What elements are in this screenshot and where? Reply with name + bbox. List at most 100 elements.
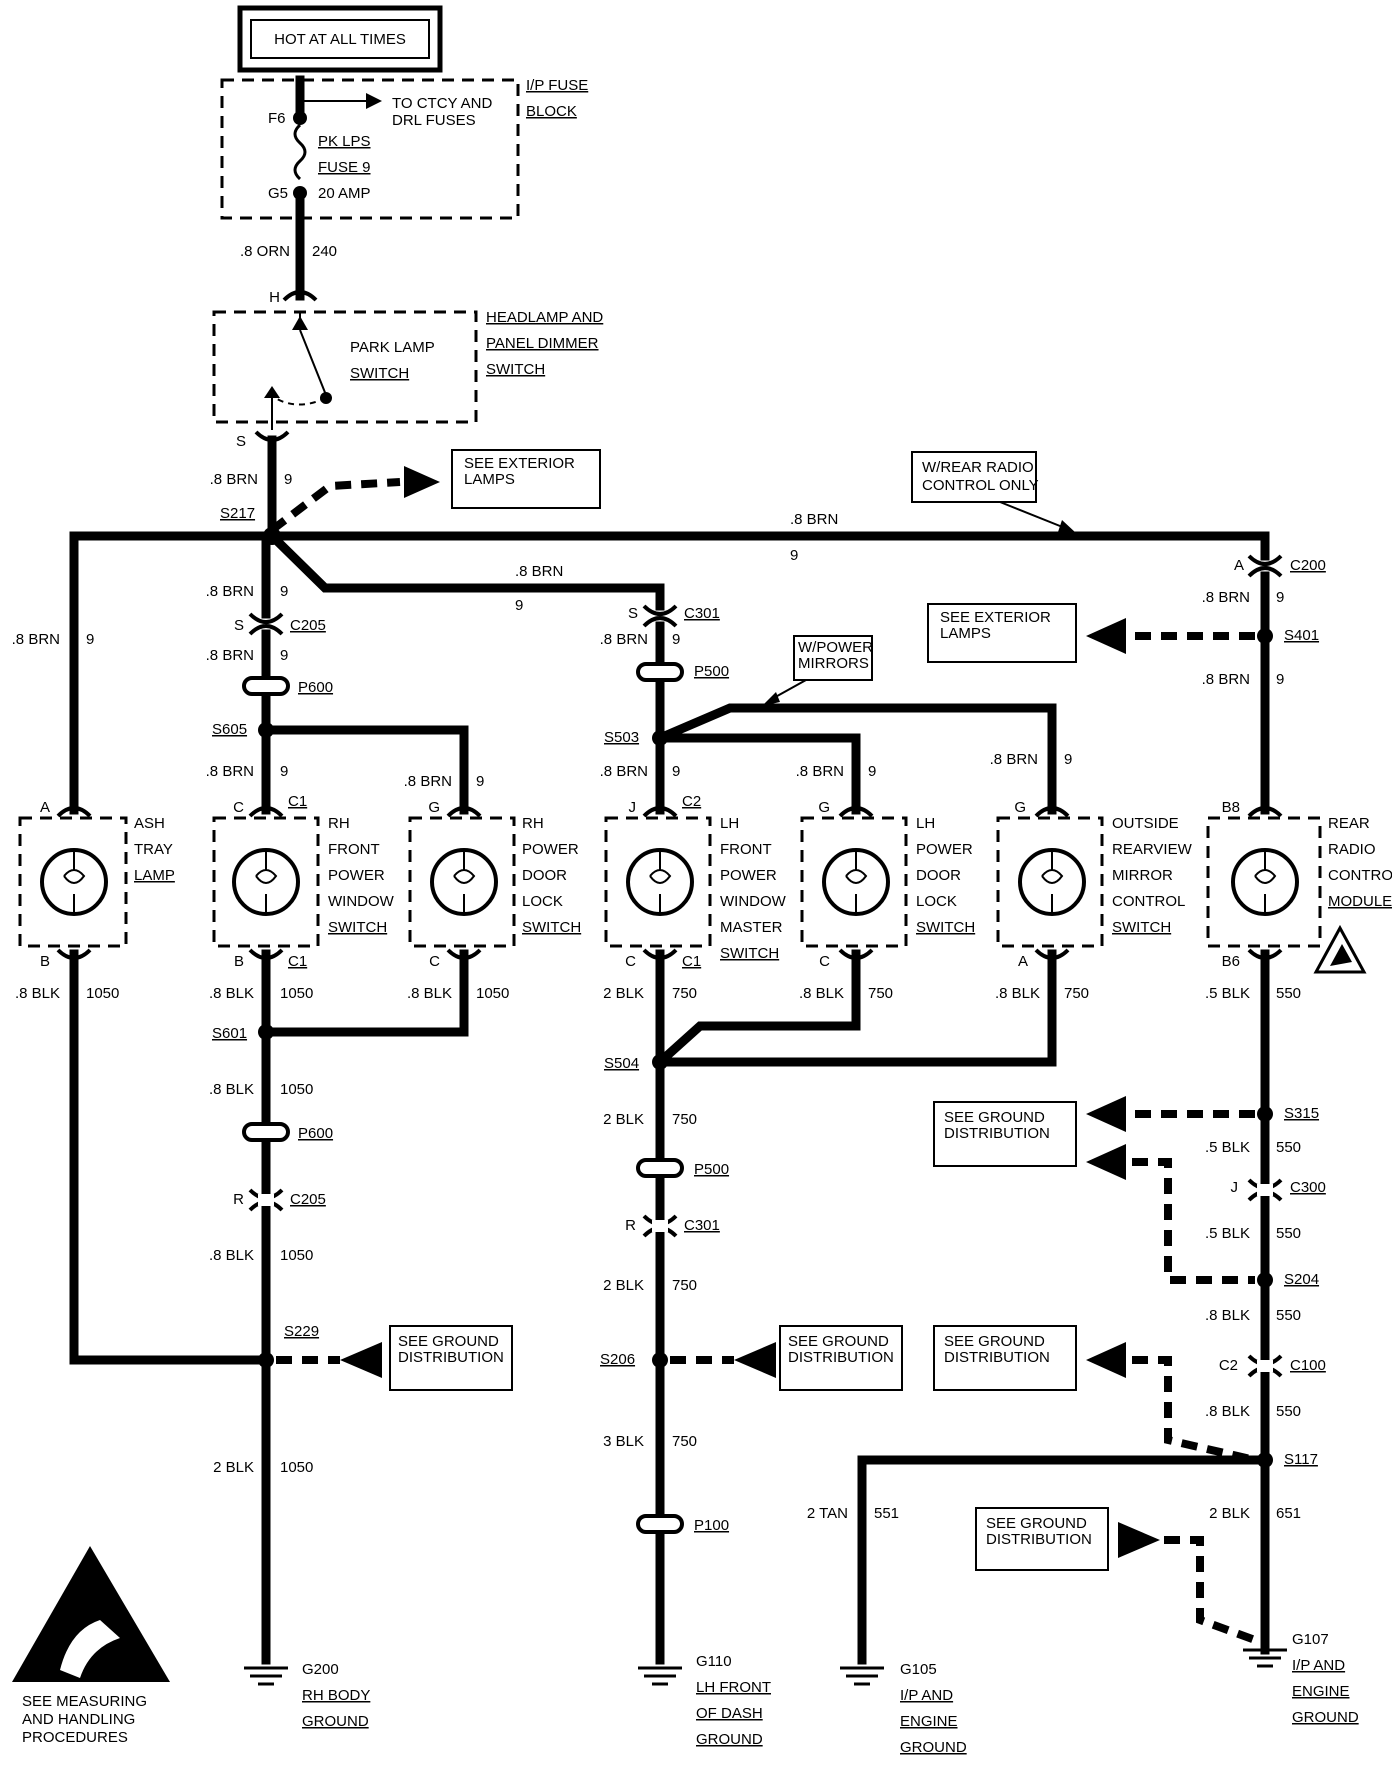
- fuse-number: FUSE 9: [318, 159, 371, 176]
- radio-label-2: RADIO: [1328, 841, 1376, 858]
- radio-wire-size: .8 BRN: [1202, 671, 1250, 688]
- s315-wire-size: .5 BLK: [1205, 1139, 1250, 1156]
- c205-label: C205: [290, 617, 326, 634]
- c100-pin-c2: C2: [1219, 1357, 1238, 1374]
- ref-power-mirrors: [793, 635, 873, 681]
- ash-wire-num: 9: [86, 631, 94, 648]
- s315-wire-num: 550: [1276, 1139, 1301, 1156]
- mir-wire-size: .8 BRN: [990, 751, 1038, 768]
- c100-label: C100: [1290, 1357, 1326, 1374]
- g107-wire-size: 2 BLK: [1209, 1505, 1250, 1522]
- s204-wire-size: .8 BLK: [1205, 1307, 1250, 1324]
- g107-label-2: I/P AND: [1292, 1657, 1345, 1674]
- ref-ground-dist-s315: [933, 1101, 1077, 1167]
- c200-pin-a: A: [1234, 557, 1244, 574]
- g110-label-2: LH FRONT: [696, 1679, 771, 1696]
- rhl-wire-size: .8 BRN: [404, 773, 452, 790]
- g200-wire-num: 1050: [280, 1459, 313, 1476]
- g107-label-4: GROUND: [1292, 1709, 1359, 1726]
- mir-blk-num: 750: [1064, 985, 1089, 1002]
- radio-pin-b8: B8: [1222, 799, 1240, 816]
- g107-label-3: ENGINE: [1292, 1683, 1350, 1700]
- gd5-b: DISTRIBUTION: [986, 1531, 1092, 1548]
- splice-s504: [652, 1054, 668, 1070]
- arrow-icon: [366, 93, 382, 109]
- ash-blk-size: .8 BLK: [15, 985, 60, 1002]
- park-lamp-switch: [212, 310, 478, 424]
- gd5-a: SEE GROUND: [986, 1515, 1087, 1532]
- fuse-block: [220, 78, 520, 220]
- rhw-wire-num: 9: [280, 763, 288, 780]
- rhl-label-1: RH: [522, 815, 544, 832]
- switch-title: HEADLAMP AND: [486, 309, 603, 326]
- lhw-pin-j: J: [629, 799, 637, 816]
- c205b-wire-num: 1050: [280, 1247, 313, 1264]
- g107-label: G107: [1292, 1631, 1329, 1648]
- rhw-blk-num: 1050: [280, 985, 313, 1002]
- ref-ground-dist-g107: [975, 1507, 1109, 1571]
- p100-pass-thru: [636, 1514, 684, 1534]
- s605-label: S605: [212, 721, 247, 738]
- c300-label: C300: [1290, 1179, 1326, 1196]
- lhl-pin-c: C: [819, 953, 830, 970]
- c301b-pin-r: R: [625, 1217, 636, 1234]
- ref-ext2-a: SEE EXTERIOR: [940, 609, 1051, 626]
- ash-label-3: LAMP: [134, 867, 175, 884]
- gd4-b: DISTRIBUTION: [944, 1349, 1050, 1366]
- fuse-name: PK LPS: [318, 133, 371, 150]
- c205-pin-s: S: [234, 617, 244, 634]
- bus-wire-size: .8 BRN: [790, 511, 838, 528]
- rhw-pin-c: C: [233, 799, 244, 816]
- c205b-wire-size: .8 BLK: [209, 1247, 254, 1264]
- c301b-wire-num: 750: [672, 1277, 697, 1294]
- gd4-a: SEE GROUND: [944, 1333, 1045, 1350]
- g200-label-2: RH BODY: [302, 1687, 370, 1704]
- s601-label: S601: [212, 1025, 247, 1042]
- g105-label-3: ENGINE: [900, 1713, 958, 1730]
- s217-label: S217: [220, 505, 255, 522]
- fuse-block-title-2: BLOCK: [526, 103, 577, 120]
- lhl-wire-size: .8 BRN: [796, 763, 844, 780]
- lhl-wire-num: 9: [868, 763, 876, 780]
- lhl-label-5: SWITCH: [916, 919, 975, 936]
- splice-s229: [258, 1352, 274, 1368]
- to-ctcy-label: TO CTCY AND: [392, 95, 492, 112]
- ground-icon: [840, 1666, 884, 1686]
- fuse-block-title: I/P FUSE: [526, 77, 588, 94]
- lhw-wire-size: .8 BRN: [600, 763, 648, 780]
- lhw-pin-c: C: [625, 953, 636, 970]
- radio-blk-num: 550: [1276, 985, 1301, 1002]
- c300-wire-num: 550: [1276, 1225, 1301, 1242]
- lhw-label-4: WINDOW: [720, 893, 787, 910]
- s229-label: S229: [284, 1323, 319, 1340]
- rhl-wire-num: 9: [476, 773, 484, 790]
- gd2-b: DISTRIBUTION: [788, 1349, 894, 1366]
- lhw-label-1: LH: [720, 815, 739, 832]
- g105-wire-num: 551: [874, 1505, 899, 1522]
- c200-label: C200: [1290, 557, 1326, 574]
- s504-label: S504: [604, 1055, 639, 1072]
- bus-wire-num: 9: [790, 547, 798, 564]
- mir-label-5: SWITCH: [1112, 919, 1171, 936]
- switch-pin-s: S: [236, 433, 246, 450]
- g105-label-4: GROUND: [900, 1739, 967, 1756]
- rhw-wire-size: .8 BRN: [206, 763, 254, 780]
- p600b-wire-num: 1050: [280, 1081, 313, 1098]
- mir-label-1: OUTSIDE: [1112, 815, 1179, 832]
- rhl-pin-g: G: [428, 799, 440, 816]
- rhw-blk-size: .8 BLK: [209, 985, 254, 1002]
- ash-label-1: ASH: [134, 815, 165, 832]
- mir-wire-num: 9: [1064, 751, 1072, 768]
- rhw-conn-c1: C1: [288, 793, 307, 810]
- rhl-label-2: POWER: [522, 841, 579, 858]
- lh-front-power-window-master-switch: [604, 816, 712, 948]
- ash-wire-size: .8 BRN: [12, 631, 60, 648]
- c200-wire-size: .8 BRN: [1202, 589, 1250, 606]
- lhw-blk-size: 2 BLK: [603, 985, 644, 1002]
- g110-label: G110: [696, 1653, 732, 1670]
- splice-s206: [652, 1352, 668, 1368]
- gd1-a: SEE GROUND: [398, 1333, 499, 1350]
- mir-label-4: CONTROL: [1112, 893, 1185, 910]
- rh-power-door-lock-switch: [408, 816, 516, 948]
- p500-label-b: P500: [694, 1161, 729, 1178]
